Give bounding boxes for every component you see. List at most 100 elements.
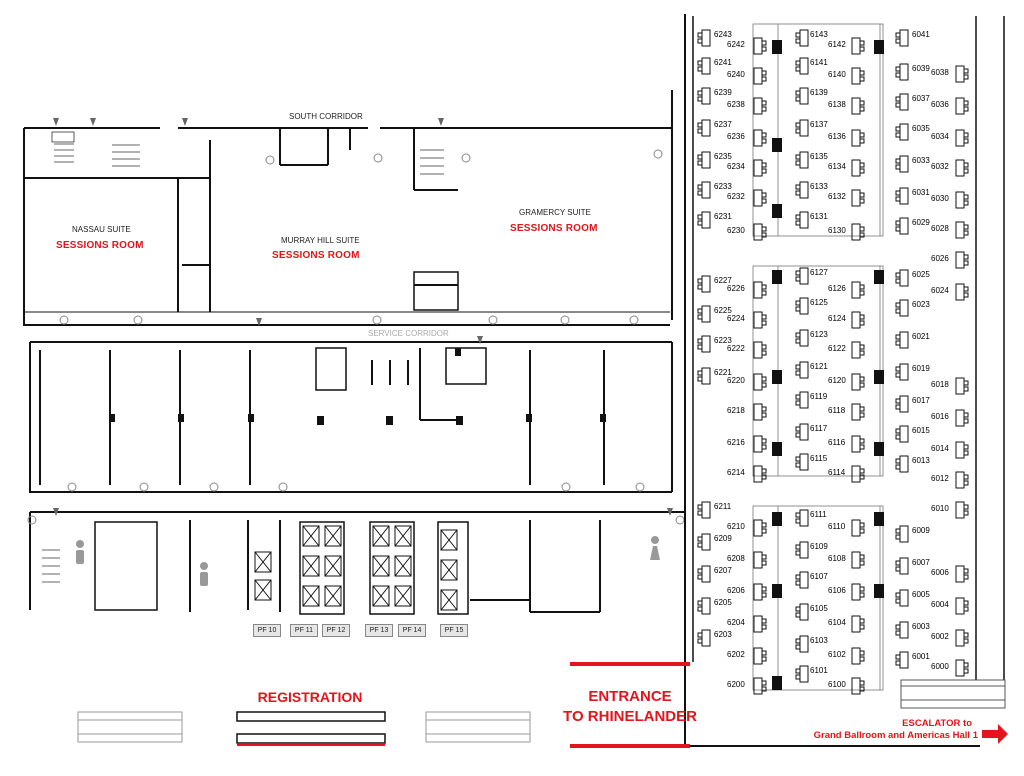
booth-number: 6131: [810, 212, 828, 221]
booth-number: 6227: [714, 276, 732, 285]
escalator-label-line1: ESCALATOR to: [902, 718, 972, 729]
escalators-and-barriers: [77, 679, 1006, 743]
stairs: [42, 131, 444, 583]
booth-icon: [895, 187, 909, 205]
booth-icon: [753, 615, 767, 633]
booth-number: 6209: [714, 534, 732, 543]
booth-number: 6208: [727, 554, 745, 563]
booth-number: 6115: [810, 454, 828, 463]
booth-icon: [895, 651, 909, 669]
booth-icon: [895, 29, 909, 47]
booth-number: 6003: [912, 622, 930, 631]
booth-number: 6210: [727, 522, 745, 531]
booth-icon: [795, 329, 809, 347]
booth-icon: [795, 423, 809, 441]
booth-number: 6221: [714, 368, 732, 377]
booth-number: 6032: [931, 162, 949, 171]
booth-number: 6211: [714, 502, 732, 511]
booth-icon: [753, 311, 767, 329]
booth-number: 6118: [828, 406, 846, 415]
booth-number: 6035: [912, 124, 930, 133]
booth-icon: [895, 93, 909, 111]
booth-number: 6223: [714, 336, 732, 345]
booth-icon: [955, 659, 969, 677]
booth-icon: [851, 465, 865, 483]
booth-icon: [697, 565, 711, 583]
booth-icon: [955, 629, 969, 647]
booth-icon: [955, 409, 969, 427]
booth-icon: [753, 551, 767, 569]
booth-icon: [851, 189, 865, 207]
booth-icon: [697, 367, 711, 385]
booth-icon: [851, 37, 865, 55]
platform-label: PF 11: [290, 624, 318, 637]
entrance-label-line2: TO RHINELANDER: [563, 708, 697, 725]
booth-number: 6122: [828, 344, 846, 353]
booth-icon: [795, 297, 809, 315]
booth-number: 6013: [912, 456, 930, 465]
booth-number: 6004: [931, 600, 949, 609]
booth-icon: [851, 677, 865, 695]
booth-number: 6238: [727, 100, 745, 109]
booth-icon: [697, 629, 711, 647]
booth-icon: [795, 57, 809, 75]
booth-icon: [795, 211, 809, 229]
booth-icon: [851, 311, 865, 329]
booth-icon: [753, 519, 767, 537]
booth-number: 6230: [727, 226, 745, 235]
booth-number: 6038: [931, 68, 949, 77]
booth-number: 6016: [931, 412, 949, 421]
columns: [109, 348, 606, 425]
booth-icon: [851, 223, 865, 241]
booth-number: 6019: [912, 364, 930, 373]
platform-label: PF 10: [253, 624, 281, 637]
gramercy-suite-label: GRAMERCY SUITE: [519, 208, 591, 217]
elevators: [254, 525, 458, 611]
booth-number: 6242: [727, 40, 745, 49]
booth-number: 6214: [727, 468, 745, 477]
murray-hill-sessions-label: SESSIONS ROOM: [272, 250, 360, 261]
registration-label: REGISTRATION: [257, 689, 363, 705]
booth-number: 6030: [931, 194, 949, 203]
booth-number: 6023: [912, 300, 930, 309]
booth-icon: [795, 181, 809, 199]
booth-number: 6216: [727, 438, 745, 447]
booth-number: 6041: [912, 30, 930, 39]
nassau-sessions-label: SESSIONS ROOM: [56, 240, 144, 251]
booth-number: 6132: [828, 192, 846, 201]
booth-number: 6116: [828, 438, 846, 447]
booth-icon: [895, 425, 909, 443]
booth-icon: [697, 87, 711, 105]
booth-number: 6231: [714, 212, 732, 221]
booth-icon: [895, 155, 909, 173]
booth-icon: [795, 151, 809, 169]
booth-number: 6120: [828, 376, 846, 385]
restroom-icons: [76, 536, 660, 586]
booth-icon: [753, 435, 767, 453]
booth-number: 6033: [912, 156, 930, 165]
booth-number: 6237: [714, 120, 732, 129]
booth-number: 6034: [931, 132, 949, 141]
booth-number: 6103: [810, 636, 828, 645]
booth-icon: [795, 603, 809, 621]
booth-number: 6135: [810, 152, 828, 161]
booth-icon: [697, 119, 711, 137]
platform-label: PF 14: [398, 624, 426, 637]
booth-icon: [895, 589, 909, 607]
platform-label: PF 13: [365, 624, 393, 637]
booth-icon: [753, 97, 767, 115]
booth-number: 6234: [727, 162, 745, 171]
booth-number: 6133: [810, 182, 828, 191]
booth-icon: [795, 267, 809, 285]
booth-number: 6107: [810, 572, 828, 581]
doors: [27, 149, 685, 525]
booth-number: 6225: [714, 306, 732, 315]
booth-number: 6029: [912, 218, 930, 227]
booth-number: 6143: [810, 30, 828, 39]
booth-number: 6142: [828, 40, 846, 49]
booth-icon: [795, 453, 809, 471]
booth-number: 6203: [714, 630, 732, 639]
booth-icon: [955, 283, 969, 301]
booth-number: 6000: [931, 662, 949, 671]
